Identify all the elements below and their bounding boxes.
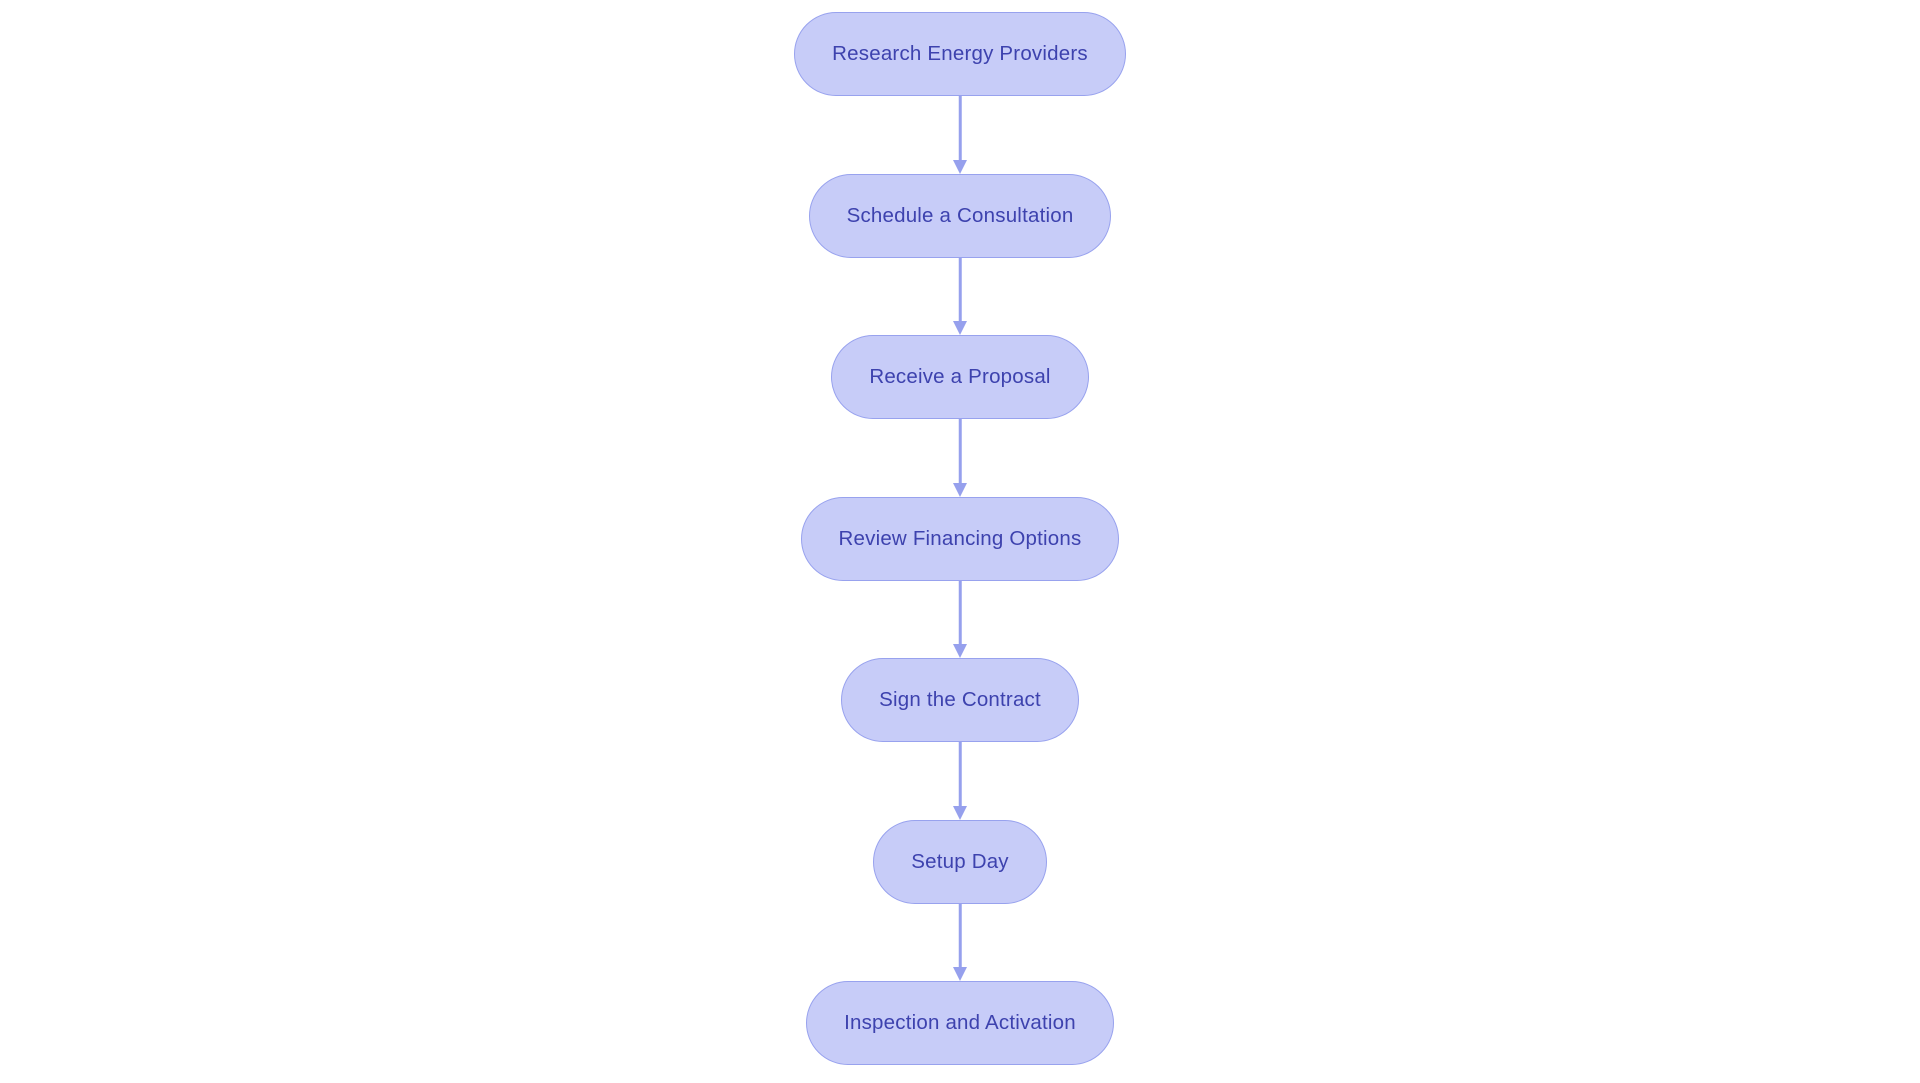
flow-arrow-3 xyxy=(952,419,968,497)
arrowhead-down-icon xyxy=(953,644,967,658)
flowchart: Research Energy Providers Schedule a Con… xyxy=(0,12,1920,1065)
arrowhead-down-icon xyxy=(953,482,967,497)
arrowhead-down-icon xyxy=(953,159,967,174)
node-label: Inspection and Activation xyxy=(844,1011,1076,1034)
flow-arrow-6 xyxy=(952,903,968,981)
arrow-line xyxy=(958,580,962,646)
flow-arrow-1 xyxy=(952,96,968,174)
flow-arrow-2 xyxy=(952,257,968,335)
arrow-line xyxy=(958,257,962,323)
node-label: Schedule a Consultation xyxy=(846,203,1074,227)
flow-node-schedule-a-consultation: Schedule a Consultation xyxy=(808,173,1112,258)
arrowhead-down-icon xyxy=(953,321,967,335)
arrow-line xyxy=(958,96,962,161)
flow-node-review-financing-options: Review Financing Options xyxy=(800,496,1120,581)
flow-arrow-5 xyxy=(952,742,968,820)
node-label: Research Energy Providers xyxy=(832,42,1088,65)
flow-node-research-energy-providers: Research Energy Providers xyxy=(794,12,1126,96)
node-label: Setup Day xyxy=(911,849,1009,873)
flow-arrow-4 xyxy=(952,580,968,658)
node-label: Receive a Proposal xyxy=(869,365,1051,388)
node-label: Review Financing Options xyxy=(838,526,1082,550)
flow-node-setup-day: Setup Day xyxy=(873,819,1047,904)
arrowhead-down-icon xyxy=(953,805,967,820)
arrow-line xyxy=(958,419,962,484)
flow-node-receive-a-proposal: Receive a Proposal xyxy=(831,335,1089,419)
arrowhead-down-icon xyxy=(953,967,967,981)
node-label: Sign the Contract xyxy=(879,688,1041,711)
arrow-line xyxy=(958,903,962,969)
flow-node-sign-the-contract: Sign the Contract xyxy=(841,658,1079,742)
flow-node-inspection-and-activation: Inspection and Activation xyxy=(806,981,1114,1065)
arrow-line xyxy=(958,742,962,807)
